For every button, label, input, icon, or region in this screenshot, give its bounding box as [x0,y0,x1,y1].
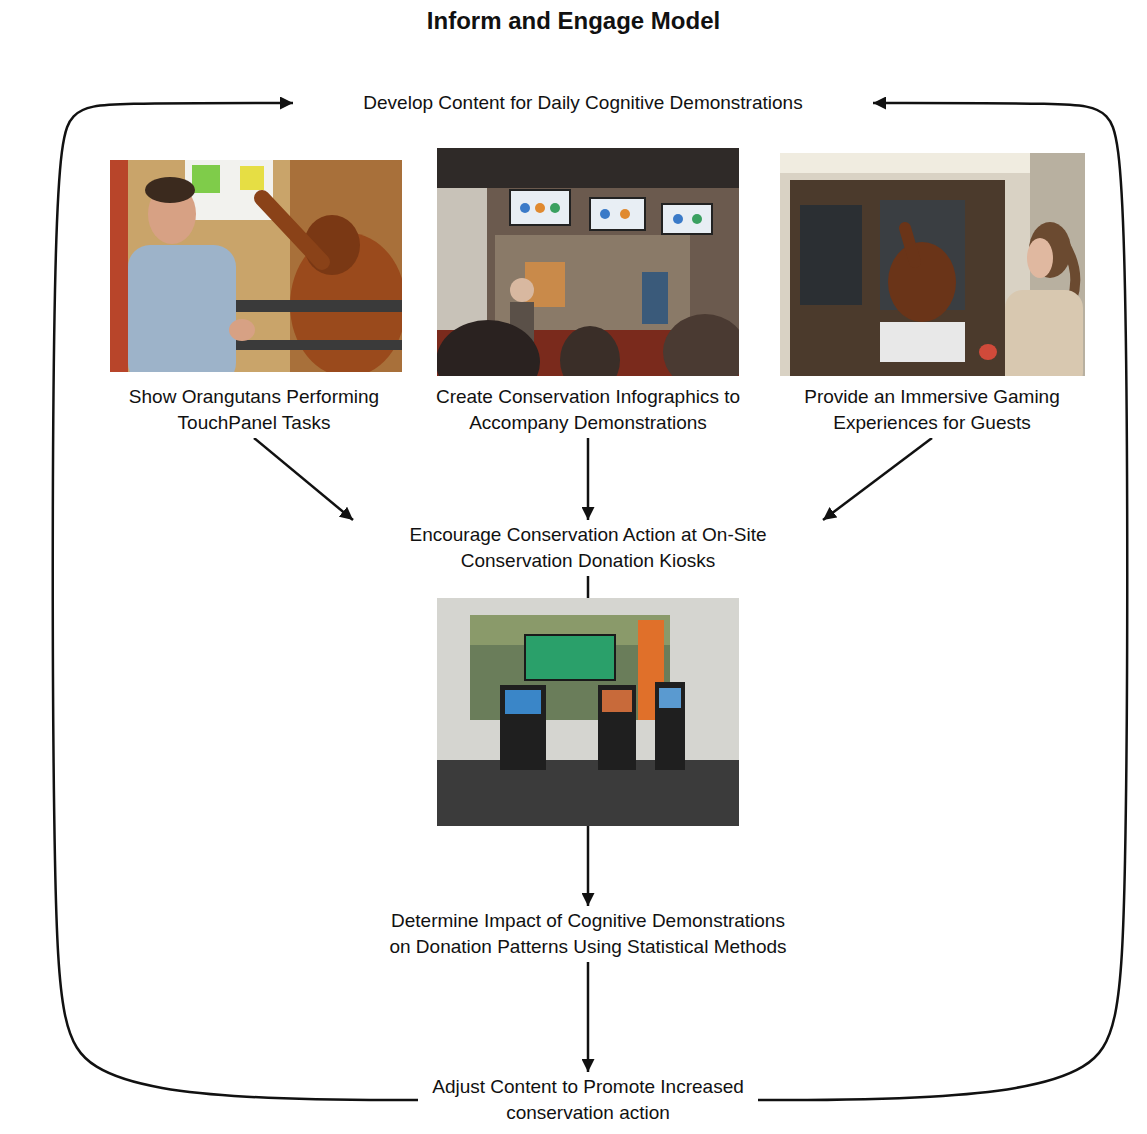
screen-icon [620,209,630,219]
guest-silhouette [663,314,739,376]
railing [230,340,402,350]
process-step: Encourage Conservation Action at On-Site… [353,520,823,576]
flow-arrow [823,438,932,520]
guest-token [979,344,997,360]
game-window [800,205,862,305]
photo-ceiling [437,148,739,188]
gaming-photo [780,153,1085,376]
step-text: Provide an Immersive Gaming Experiences … [787,384,1077,436]
step-text: Determine Impact of Cognitive Demonstrat… [388,908,788,960]
step-text: Show Orangutans Performing TouchPanel Ta… [109,384,399,436]
donation-kiosk [598,685,636,770]
donation-kiosk [500,685,546,770]
game-shelf [880,322,965,362]
step-text: Create Conservation Infographics to Acco… [413,384,763,436]
flow-arrow [53,103,418,1100]
infographic-screen [662,204,712,234]
flow-arrow [254,438,353,520]
photo-floor [437,760,739,826]
screen-icon [520,203,530,213]
guest-silhouette [560,326,620,376]
process-step: Adjust Content to Promote Increased cons… [418,1072,758,1128]
process-step: Show Orangutans Performing TouchPanel Ta… [99,382,409,438]
photo-wall-strip [110,160,128,372]
infographic-screen [590,198,645,230]
touch-screen [185,160,273,220]
process-step: Determine Impact of Cognitive Demonstrat… [378,906,798,962]
screen-square [240,166,264,190]
kiosk-photo [437,598,739,826]
orangutan-body [888,242,956,322]
process-step: Provide an Immersive Gaming Experiences … [777,382,1087,438]
screen-icon [673,214,683,224]
flow-arrow [587,438,590,520]
screen-square [192,165,220,193]
display-screen [525,635,615,680]
orangutan-arm [262,198,322,262]
screen-icon [692,214,702,224]
screen-icon [600,209,610,219]
presenter-hair [145,177,195,203]
donation-kiosk [655,682,685,770]
infographic-photo [437,148,739,376]
flow-arrow [587,962,590,1072]
infographic-screen [510,190,570,225]
game-panel [790,180,1005,376]
kiosk-screen [505,690,541,714]
touch-kiosk [642,272,668,324]
presenter-hands [229,319,255,341]
step-text: Encourage Conservation Action at On-Site… [363,522,813,574]
flow-arrow [758,103,1127,1100]
presenter-photo [110,160,402,372]
step-text: Develop Content for Daily Cognitive Demo… [303,90,863,116]
photo-ground [437,598,739,826]
presenter-shirt [128,245,236,372]
guest-silhouette [437,320,540,376]
process-step: Develop Content for Daily Cognitive Demo… [293,88,873,118]
kiosk-screen [659,688,681,708]
diagram-title: Inform and Engage Model [0,6,1147,36]
process-step: Create Conservation Infographics to Acco… [403,382,773,438]
guest-shirt [1005,290,1083,376]
guest-face [1027,238,1053,278]
orangutan-arm [905,228,915,262]
kiosk-screen [602,690,632,712]
screen-icon [535,203,545,213]
guest-head [510,278,534,302]
screen-icon [550,203,560,213]
railing [230,300,402,312]
step-text: Adjust Content to Promote Increased cons… [428,1074,748,1126]
